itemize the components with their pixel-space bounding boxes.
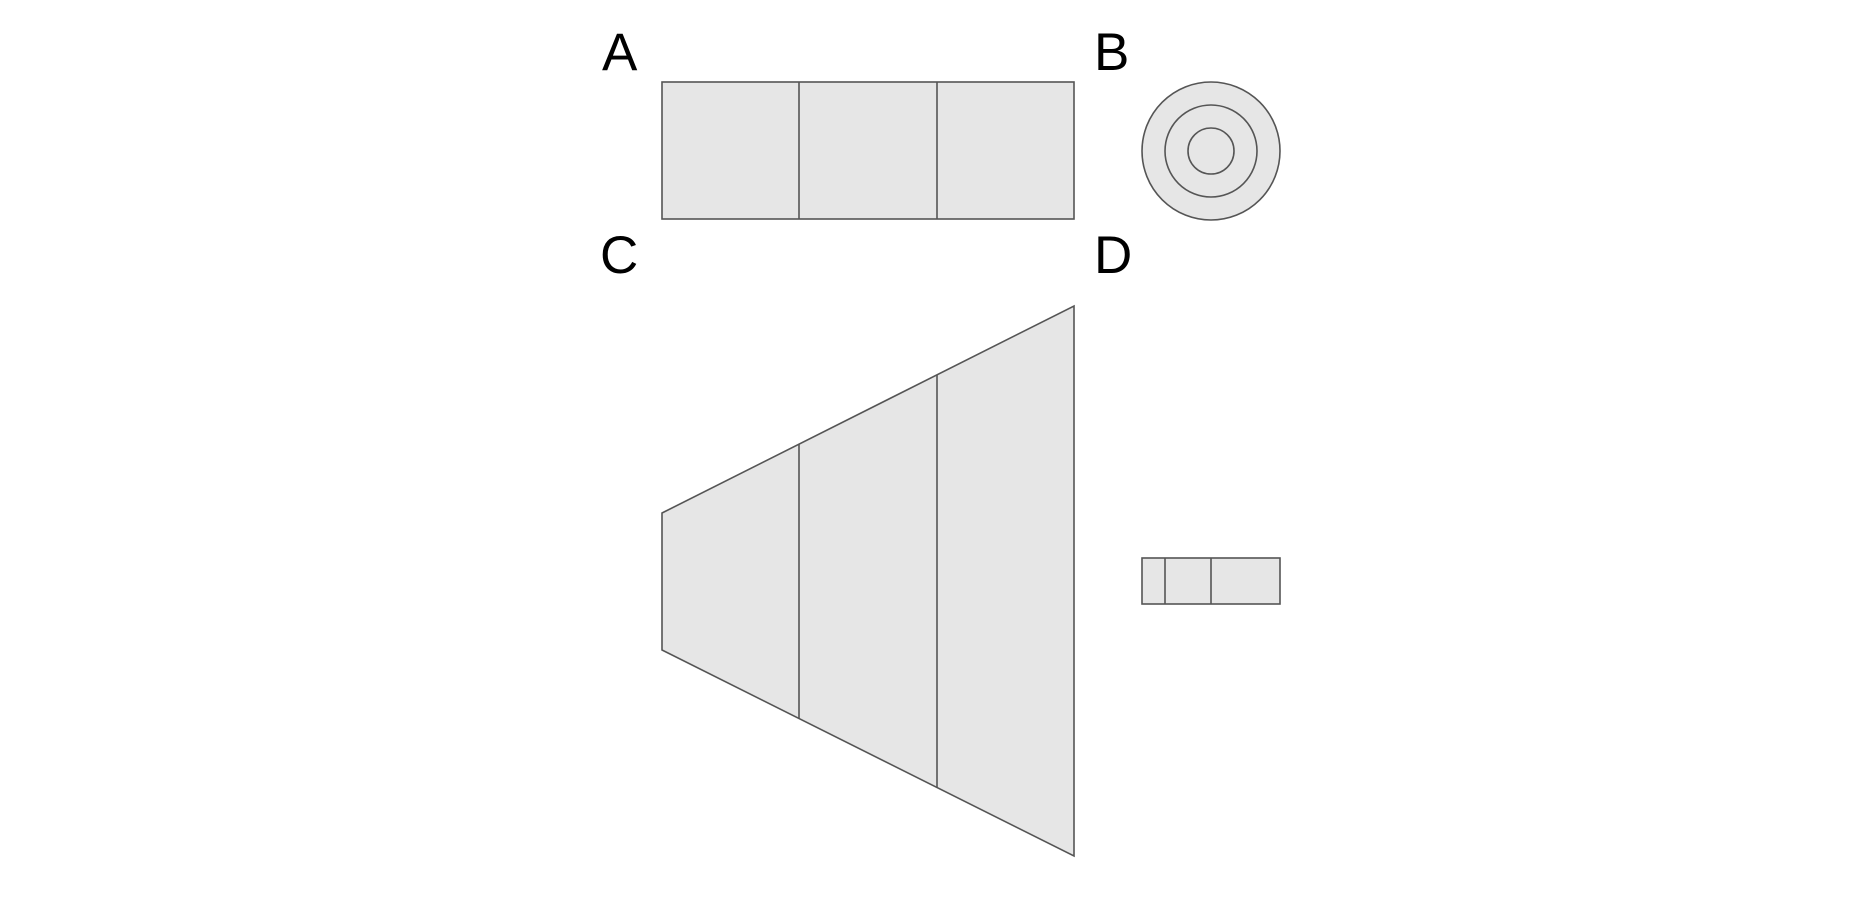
panel-label-a: A <box>602 23 638 82</box>
panel-label-d: D <box>1094 226 1132 285</box>
panel-b-concentric-circles <box>1141 81 1281 221</box>
trapezoid-outline <box>661 304 1075 858</box>
panel-c-segmented-trapezoid <box>661 304 1075 858</box>
inner-circle <box>1187 127 1235 175</box>
panel-d-small-segmented-rectangle <box>1141 557 1281 605</box>
panel-a-segmented-rectangle <box>661 81 1075 220</box>
panel-label-c: C <box>600 226 638 285</box>
panel-label-b: B <box>1094 23 1129 82</box>
rectangle-outline <box>661 81 1075 220</box>
